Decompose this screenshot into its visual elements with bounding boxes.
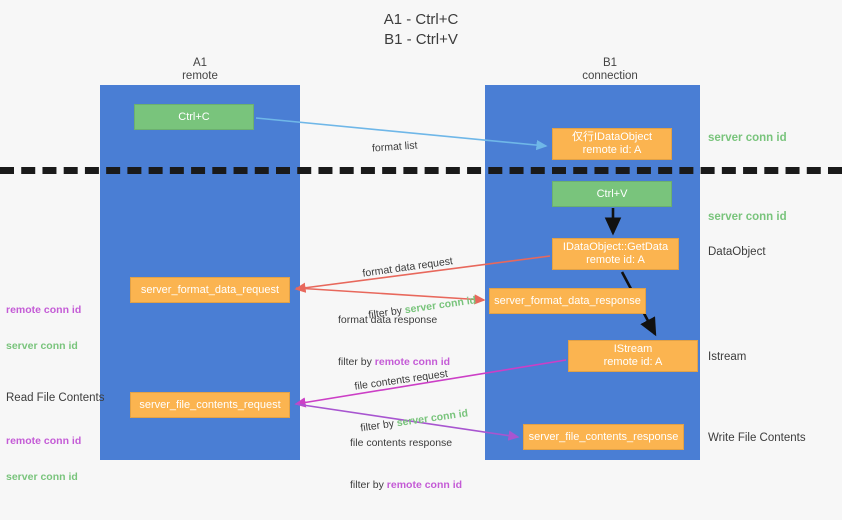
dashed-separator-line <box>0 167 842 174</box>
page-title: A1 - Ctrl+C B1 - Ctrl+V <box>383 11 459 48</box>
box-server-format-data-request[interactable]: server_format_data_request <box>130 277 290 303</box>
label-server-conn-id-1: server conn id <box>6 340 78 352</box>
fcres-filter-value: remote conn id <box>386 479 463 491</box>
arrow-label-fdres-filter: filter by remote conn id <box>338 355 450 369</box>
arrow-label-fcres-title: file contents response <box>350 437 453 449</box>
label-write-file-contents: Write File Contents <box>708 432 806 444</box>
arrow-label-format-list-text: format list <box>371 139 418 155</box>
box-ctrl-c[interactable]: Ctrl+C <box>134 104 254 130</box>
arrow-label-fcreq-title: file contents request <box>353 367 449 393</box>
column-header-a1: A1 remote <box>182 57 218 82</box>
arrow-label-fdreq-title: format data request <box>361 255 454 280</box>
fdres-filter-prefix: filter by <box>338 356 375 368</box>
label-read-file-contents: Read File Contents <box>6 392 105 404</box>
fcres-filter-prefix: filter by <box>350 479 387 491</box>
arrow-label-format-data-response: format data response filter by remote co… <box>338 285 450 397</box>
diagram-canvas: A1 - Ctrl+C B1 - Ctrl+V A1 remote B1 con… <box>0 11 842 491</box>
arrow-label-fdres-title: format data response <box>338 314 438 326</box>
box-istream[interactable]: IStream remote id: A <box>568 340 698 372</box>
arrow-label-file-contents-response: file contents response filter by remote … <box>350 408 462 520</box>
label-remote-conn-id-2: remote conn id <box>6 435 82 447</box>
label-server-conn-id-top: server conn id <box>708 132 787 144</box>
box-ctrl-v[interactable]: Ctrl+V <box>552 181 672 207</box>
label-remote-conn-id-1: remote conn id <box>6 304 82 316</box>
label-conn-id-pair-1: remote conn id server conn id <box>6 280 81 376</box>
label-server-conn-id-mid: server conn id <box>708 211 787 223</box>
box-server-format-data-response[interactable]: server_format_data_response <box>489 288 646 314</box>
label-server-conn-id-2: server conn id <box>6 471 78 483</box>
arrow-label-fcres-filter: filter by remote conn id <box>350 478 462 492</box>
label-conn-id-pair-2: remote conn id server conn id <box>6 411 81 507</box>
label-istream: Istream <box>708 351 747 363</box>
column-header-b1: B1 connection <box>582 57 638 82</box>
box-server-file-contents-response[interactable]: server_file_contents_response <box>523 424 684 450</box>
box-idataobject-getdata[interactable]: IDataObject::GetData remote id: A <box>552 238 679 270</box>
box-idataobject[interactable]: 仅行IDataObject remote id: A <box>552 128 672 160</box>
label-dataobject: DataObject <box>708 246 766 258</box>
fdres-filter-value: remote conn id <box>374 356 451 368</box>
box-server-file-contents-request[interactable]: server_file_contents_request <box>130 392 290 418</box>
